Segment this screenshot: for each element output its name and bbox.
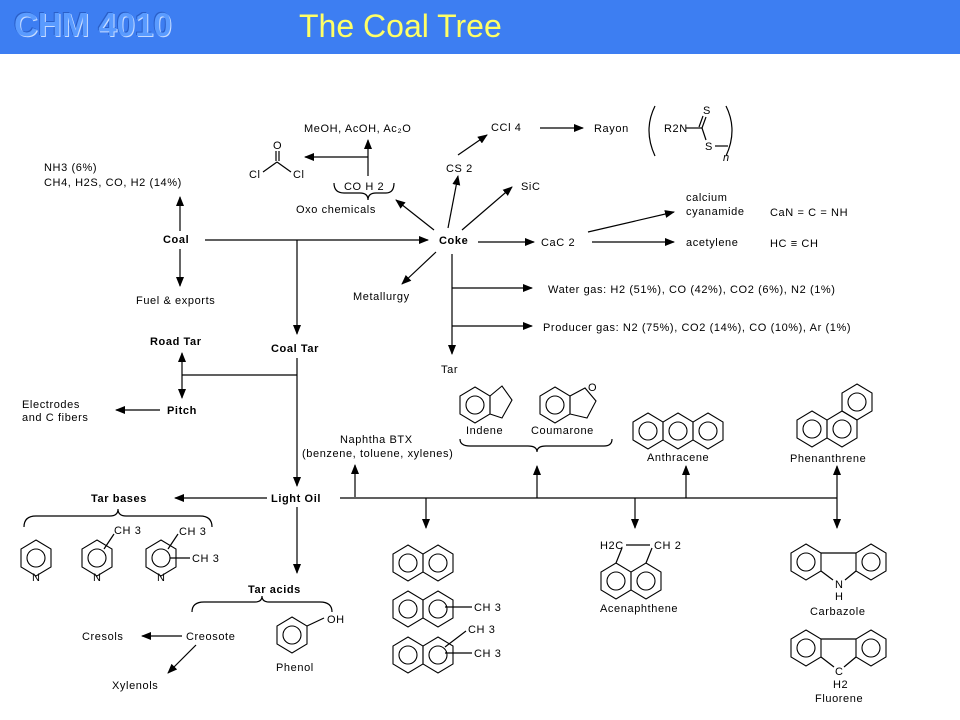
course-code: CHM 4010 (14, 6, 172, 43)
indene-coumarone-bracket (459, 438, 613, 453)
dimethylnaphthalene-ch3-top: CH 3 (468, 624, 495, 636)
pyridine-structure: N (20, 539, 52, 584)
light-oil-label: Light Oil (271, 493, 321, 505)
phenol-oh: OH (327, 614, 345, 626)
dimethylnaphthalene-ch3-side: CH 3 (474, 648, 501, 660)
n-subscript: n (723, 152, 730, 164)
anthracene-structure (632, 412, 724, 450)
lutidine-ch3-side: CH 3 (192, 553, 219, 565)
gas-nh3-label: NH3 (6%) (44, 162, 97, 174)
sic-label: SiC (521, 181, 541, 193)
s-bottom-label: S (705, 141, 713, 153)
picoline-structure: CH 3 N (81, 525, 141, 584)
arrow-coke-to-oxo (395, 199, 435, 231)
road-tar-label: Road Tar (150, 336, 202, 348)
pitch-label: Pitch (167, 405, 197, 417)
oxo-bracket (333, 182, 395, 201)
carbazole-n: N (835, 579, 844, 591)
cresols-label: Cresols (82, 631, 124, 643)
acetylene-label: acetylene (686, 237, 739, 249)
phosgene-cl-left: Cl (249, 169, 261, 181)
coal-tar-label: Coal Tar (271, 343, 319, 355)
phenol-structure: OH (276, 614, 345, 654)
tar-bases-label: Tar bases (91, 493, 147, 505)
cyanamide-label: cyanamide (686, 206, 745, 218)
coumarone-label: Coumarone (531, 425, 594, 437)
tar-acids-bracket (191, 595, 333, 613)
metallurgy-label: Metallurgy (353, 291, 410, 303)
arrow-creosote-to-xylenols (167, 644, 197, 674)
xanthate-structure: R2N S S n (648, 105, 733, 164)
cac2-label: CaC 2 (541, 237, 575, 249)
phenol-label: Phenol (276, 662, 314, 674)
ccl4-label: CCl 4 (491, 122, 522, 134)
coal-label: Coal (163, 234, 189, 246)
co-h2-label: CO H 2 (344, 181, 384, 193)
arrow-coke-to-sic (461, 186, 513, 231)
phosgene-o-label: O (273, 140, 282, 152)
acenaphthene-h2c: H2C (600, 540, 624, 552)
carbazole-h: H (835, 591, 844, 603)
xylenols-label: Xylenols (112, 680, 158, 692)
lutidine-ch3-top: CH 3 (179, 526, 206, 538)
lutidine-structure: CH 3 CH 3 N (145, 526, 219, 584)
coke-label: Coke (439, 235, 468, 247)
arrow-cac2-to-cyanamide (587, 210, 675, 233)
coal-tree-diagram: Coal NH3 (6%) CH4, H2S, CO, H2 (14%) Fue… (20, 105, 887, 705)
cyanamide-formula: CaN = C = NH (770, 207, 848, 219)
acenaphthene-ch2: CH 2 (654, 540, 681, 552)
picoline-ch3: CH 3 (114, 525, 141, 537)
lutidine-n: N (157, 572, 166, 584)
phenanthrene-structure (796, 383, 873, 448)
acetylene-formula: HC ≡ CH (770, 238, 819, 250)
tar-bases-bracket (23, 508, 213, 528)
picoline-n: N (93, 572, 102, 584)
tar-label: Tar (441, 364, 458, 376)
arrow-cs2-to-ccl4 (457, 134, 488, 156)
fluorene-structure: C H2 (790, 629, 887, 691)
fluorene-label: Fluorene (815, 693, 863, 705)
electrodes-label: Electrodes (22, 399, 80, 411)
producer-gas-label: Producer gas: N2 (75%), CO2 (14%), CO (1… (543, 322, 851, 334)
calcium-label: calcium (686, 192, 728, 204)
phosgene-cl-right: Cl (293, 169, 305, 181)
title-bar: CHM 4010 The Coal Tree (0, 0, 960, 54)
tar-acids-label: Tar acids (248, 584, 301, 596)
s-top-label: S (703, 105, 711, 117)
rayon-label: Rayon (594, 123, 629, 135)
slide-title: The Coal Tree (299, 8, 502, 44)
meoh-label: MeOH, AcOH, Ac₂O (304, 123, 411, 135)
phosgene-structure: O Cl Cl (249, 140, 305, 181)
gas-mix-label: CH4, H2S, CO, H2 (14%) (44, 177, 182, 189)
phenanthrene-label: Phenanthrene (790, 453, 866, 465)
acenaphthene-label: Acenaphthene (600, 603, 678, 615)
fluorene-h2: H2 (833, 679, 848, 691)
oxo-label: Oxo chemicals (296, 204, 376, 216)
arrow-coke-to-metallurgy (401, 251, 437, 285)
acenaphthene-structure: H2C CH 2 (600, 540, 681, 600)
r2n-label: R2N (664, 123, 688, 135)
coumarone-o: O (588, 382, 597, 394)
water-gas-label: Water gas: H2 (51%), CO (42%), CO2 (6%),… (548, 284, 836, 296)
coumarone-structure: O (539, 382, 597, 424)
carbazole-structure: N H (790, 543, 887, 603)
naphtha-label: Naphtha BTX (340, 434, 413, 446)
anthracene-label: Anthracene (647, 452, 709, 464)
c-fibers-label: and C fibers (22, 412, 89, 424)
indene-structure (459, 385, 513, 424)
carbazole-label: Carbazole (810, 606, 866, 618)
methylnaphthalene-structure: CH 3 (392, 590, 501, 628)
cs2-label: CS 2 (446, 163, 473, 175)
btx-detail-label: (benzene, toluene, xylenes) (302, 448, 453, 460)
fluorene-c: C (835, 666, 844, 678)
fuel-exports-label: Fuel & exports (136, 295, 215, 307)
dimethylnaphthalene-structure: CH 3 CH 3 (392, 624, 501, 674)
creosote-label: Creosote (186, 631, 235, 643)
indene-label: Indene (466, 425, 503, 437)
pyridine-n: N (32, 572, 41, 584)
arrow-coke-to-cs2 (447, 175, 461, 229)
methylnaphthalene-ch3: CH 3 (474, 602, 501, 614)
naphthalene-structure (392, 544, 454, 582)
